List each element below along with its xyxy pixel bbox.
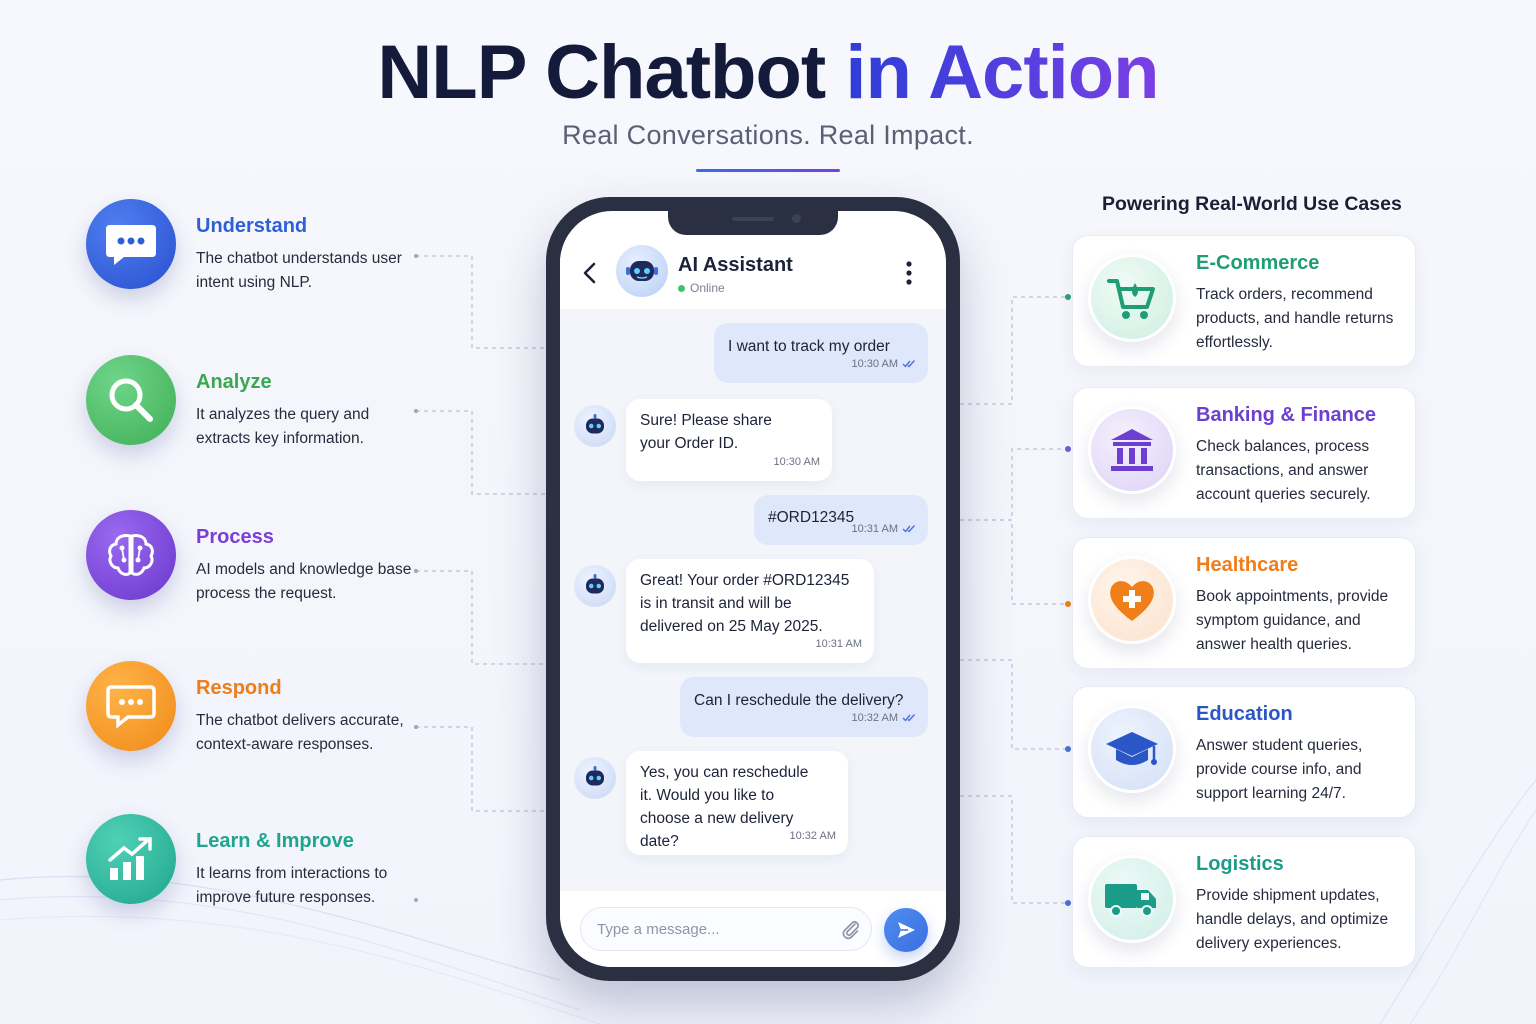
message-time: 10:32 AM (789, 830, 836, 842)
use-case-logistics: Logistics Provide shipment updates, hand… (1072, 836, 1416, 968)
more-options-button[interactable] (904, 259, 914, 287)
use-case-education: Education Answer student queries, provid… (1072, 686, 1416, 818)
chat-input-bar (560, 891, 946, 967)
step-description: The chatbot understands user intent usin… (196, 250, 402, 291)
message-text: Great! Your order #ORD12345 is in transi… (640, 572, 850, 635)
chat-header: AI Assistant Online (560, 235, 946, 309)
bot-message: Sure! Please share your Order ID. 10:30 … (626, 399, 832, 481)
step-description: It analyzes the query and extracts key i… (196, 406, 370, 447)
title-accent: in Action (845, 30, 1159, 115)
bot-avatar (574, 757, 616, 799)
title-divider (696, 169, 840, 172)
user-message: Can I reschedule the delivery? 10:32 AM (680, 677, 928, 737)
phone-screen: AI Assistant Online I want to track my o… (560, 211, 946, 967)
shopping-cart-icon (1088, 254, 1176, 342)
message-time: 10:30 AM (773, 456, 820, 468)
step-description: AI models and knowledge base process the… (196, 561, 412, 602)
message-text: Can I reschedule the delivery? (694, 692, 904, 709)
chat-dots-icon (86, 199, 176, 289)
use-case-title: Healthcare (1196, 554, 1299, 576)
step-process: Process AI models and knowledge base pro… (86, 510, 426, 610)
use-case-title: Banking & Finance (1196, 404, 1377, 426)
message-icon (86, 661, 176, 751)
message-time: 10:31 AM (815, 638, 862, 650)
read-ticks-icon (902, 714, 916, 722)
assistant-name: AI Assistant (678, 254, 793, 276)
page-title: NLP Chatbot in Action (0, 30, 1536, 116)
send-icon (898, 922, 915, 938)
step-learn-improve: Learn & Improve It learns from interacti… (86, 814, 426, 914)
read-ticks-icon (902, 525, 916, 533)
use-case-banking-finance: Banking & Finance Check balances, proces… (1072, 387, 1416, 519)
phone-notch (668, 211, 838, 235)
step-title: Analyze (196, 371, 272, 393)
phone-speaker (732, 217, 774, 221)
send-button[interactable] (884, 908, 928, 952)
use-case-ecommerce: E-Commerce Track orders, recommend produ… (1072, 235, 1416, 367)
truck-icon (1088, 855, 1176, 943)
step-title: Process (196, 526, 274, 548)
message-input[interactable] (580, 907, 872, 951)
attach-button[interactable] (840, 918, 862, 940)
message-text: Sure! Please share your Order ID. (640, 412, 772, 452)
step-understand: Understand The chatbot understands user … (86, 199, 426, 299)
bot-avatar (574, 565, 616, 607)
step-respond: Respond The chatbot delivers accurate, c… (86, 661, 426, 761)
online-status: Online (678, 281, 725, 295)
back-button[interactable] (580, 261, 600, 285)
message-text: I want to track my order (728, 338, 890, 355)
bot-message: Great! Your order #ORD12345 is in transi… (626, 559, 874, 663)
kebab-menu-icon (906, 261, 912, 285)
paperclip-icon (842, 920, 860, 940)
read-ticks-icon (902, 360, 916, 368)
magnifier-icon (86, 355, 176, 445)
phone-camera (792, 214, 801, 223)
user-message: I want to track my order 10:30 AM (714, 323, 928, 383)
bot-avatar (574, 405, 616, 447)
graduation-cap-icon (1088, 705, 1176, 793)
robot-icon (586, 574, 604, 594)
page-subtitle: Real Conversations. Real Impact. (562, 120, 974, 150)
use-case-title: Logistics (1196, 853, 1284, 875)
chat-messages: I want to track my order 10:30 AM Sure! … (560, 309, 946, 891)
step-description: It learns from interactions to improve f… (196, 865, 388, 906)
step-title: Learn & Improve (196, 830, 354, 852)
robot-icon (586, 766, 604, 786)
use-case-description: Answer student queries, provide course i… (1196, 737, 1363, 802)
chevron-left-icon (583, 262, 596, 284)
phone-mockup: AI Assistant Online I want to track my o… (546, 197, 960, 981)
growth-chart-icon (86, 814, 176, 904)
heart-plus-icon (1088, 556, 1176, 644)
use-case-description: Track orders, recommend products, and ha… (1196, 286, 1394, 351)
message-text: Yes, you can reschedule it. Would you li… (640, 764, 809, 850)
bank-icon (1088, 406, 1176, 494)
message-text: #ORD12345 (768, 509, 855, 526)
status-dot (678, 285, 685, 292)
status-label: Online (690, 281, 725, 295)
assistant-avatar (616, 245, 668, 297)
title-main: NLP Chatbot (377, 30, 826, 115)
user-message: #ORD12345 10:31 AM (754, 495, 928, 545)
use-case-description: Provide shipment updates, handle delays,… (1196, 887, 1389, 952)
use-cases-heading: Powering Real-World Use Cases (1102, 193, 1402, 215)
robot-icon (626, 261, 658, 281)
message-time: 10:32 AM (852, 707, 916, 730)
use-case-healthcare: Healthcare Book appointments, provide sy… (1072, 537, 1416, 669)
robot-icon (586, 414, 604, 434)
use-case-description: Book appointments, provide symptom guida… (1196, 588, 1389, 653)
step-analyze: Analyze It analyzes the query and extrac… (86, 355, 426, 455)
brain-icon (86, 510, 176, 600)
use-case-title: E-Commerce (1196, 252, 1320, 274)
message-time: 10:30 AM (852, 353, 916, 376)
message-time: 10:31 AM (852, 518, 916, 541)
step-title: Understand (196, 215, 308, 237)
step-description: The chatbot delivers accurate, context-a… (196, 712, 404, 753)
use-case-description: Check balances, process transactions, an… (1196, 438, 1371, 503)
step-title: Respond (196, 677, 282, 699)
bot-message: Yes, you can reschedule it. Would you li… (626, 751, 848, 855)
use-case-title: Education (1196, 703, 1293, 725)
